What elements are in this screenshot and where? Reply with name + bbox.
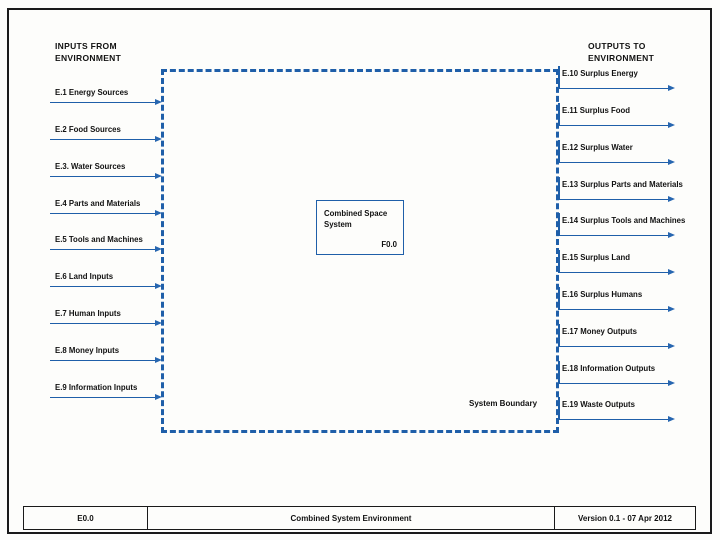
output-flow-line-18 <box>558 383 668 384</box>
input-flow-line-3 <box>50 176 155 177</box>
output-flow-stub-19 <box>558 397 560 420</box>
input-flow-arrowhead-4 <box>155 210 162 216</box>
output-flow-line-13 <box>558 199 668 200</box>
output-flow-label-18: E.18 Information Outputs <box>562 364 656 373</box>
input-flow-label-9: E.9 Information Inputs <box>55 383 138 392</box>
input-flow-line-2 <box>50 139 155 140</box>
footer-version: Version 0.1 - 07 Apr 2012 <box>578 513 672 523</box>
output-flow-label-16: E.16 Surplus Humans <box>562 290 643 299</box>
output-flow-label-14: E.14 Surplus Tools and Machines <box>562 216 686 225</box>
input-flow-arrowhead-9 <box>155 394 162 400</box>
input-flow-label-7: E.7 Human Inputs <box>55 309 121 318</box>
output-flow-label-13: E.13 Surplus Parts and Materials <box>562 180 683 189</box>
input-flow-line-6 <box>50 286 155 287</box>
output-flow-line-14 <box>558 235 668 236</box>
input-flow-line-9 <box>50 397 155 398</box>
process-box-id: F0.0 <box>381 240 397 249</box>
output-flow-stub-15 <box>558 250 560 273</box>
output-flow-stub-18 <box>558 361 560 384</box>
input-flow-label-8: E.8 Money Inputs <box>55 346 120 355</box>
input-flow-line-4 <box>50 213 155 214</box>
title-block-footer: E0.0 Combined System Environment Version… <box>23 506 696 530</box>
output-flow-arrowhead-10 <box>668 85 675 91</box>
input-flow-line-1 <box>50 102 155 103</box>
output-flow-label-17: E.17 Money Outputs <box>562 327 637 336</box>
input-flow-line-8 <box>50 360 155 361</box>
system-boundary-rect <box>161 69 559 433</box>
output-flow-arrowhead-15 <box>668 269 675 275</box>
footer-diagram-id: E0.0 <box>24 507 148 529</box>
input-flow-arrowhead-3 <box>155 173 162 179</box>
input-flow-label-4: E.4 Parts and Materials <box>55 199 141 208</box>
output-flow-arrowhead-16 <box>668 306 675 312</box>
system-boundary-label: System Boundary <box>469 399 538 408</box>
input-flow-arrowhead-8 <box>155 357 162 363</box>
input-flow-arrowhead-6 <box>155 283 162 289</box>
output-flow-arrowhead-13 <box>668 196 675 202</box>
process-box-combined-space-system[interactable]: Combined Space System F0.0 <box>316 200 404 255</box>
output-flow-arrowhead-11 <box>668 122 675 128</box>
output-flow-line-12 <box>558 162 668 163</box>
output-flow-stub-12 <box>558 140 560 163</box>
output-flow-stub-13 <box>558 177 560 200</box>
output-flow-line-19 <box>558 419 668 420</box>
outputs-column-heading: OUTPUTS TO ENVIRONMENT <box>588 41 655 63</box>
input-flow-arrowhead-5 <box>155 246 162 252</box>
sheet-border <box>7 8 712 534</box>
output-flow-line-11 <box>558 125 668 126</box>
input-flow-line-5 <box>50 249 155 250</box>
output-flow-arrowhead-18 <box>668 380 675 386</box>
output-flow-arrowhead-12 <box>668 159 675 165</box>
input-flow-label-6: E.6 Land Inputs <box>55 272 114 281</box>
input-flow-arrowhead-1 <box>155 99 162 105</box>
input-flow-label-2: E.2 Food Sources <box>55 125 121 134</box>
input-flow-arrowhead-2 <box>155 136 162 142</box>
output-flow-stub-11 <box>558 103 560 126</box>
input-flow-arrowhead-7 <box>155 320 162 326</box>
input-flow-label-5: E.5 Tools and Machines <box>55 235 143 244</box>
output-flow-label-11: E.11 Surplus Food <box>562 106 631 115</box>
output-flow-label-19: E.19 Waste Outputs <box>562 400 635 409</box>
process-box-title: Combined Space System <box>324 209 388 229</box>
output-flow-label-15: E.15 Surplus Land <box>562 253 631 262</box>
input-flow-line-7 <box>50 323 155 324</box>
output-flow-label-12: E.12 Surplus Water <box>562 143 633 152</box>
inputs-column-heading: INPUTS FROM ENVIRONMENT <box>55 41 122 63</box>
footer-diagram-title: Combined System Environment <box>148 507 555 529</box>
output-flow-stub-10 <box>558 66 560 89</box>
output-flow-arrowhead-19 <box>668 416 675 422</box>
output-flow-line-10 <box>558 88 668 89</box>
output-flow-line-16 <box>558 309 668 310</box>
output-flow-label-10: E.10 Surplus Energy <box>562 69 638 78</box>
output-flow-arrowhead-14 <box>668 232 675 238</box>
input-flow-label-1: E.1 Energy Sources <box>55 88 129 97</box>
output-flow-stub-17 <box>558 324 560 347</box>
output-flow-arrowhead-17 <box>668 343 675 349</box>
input-flow-label-3: E.3. Water Sources <box>55 162 126 171</box>
output-flow-line-17 <box>558 346 668 347</box>
output-flow-stub-16 <box>558 287 560 310</box>
output-flow-line-15 <box>558 272 668 273</box>
output-flow-stub-14 <box>558 213 560 236</box>
